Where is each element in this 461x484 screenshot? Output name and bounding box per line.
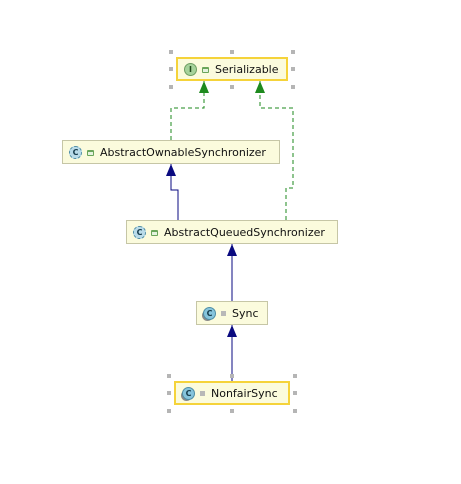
class-node-abstract-ownable-synchronizer[interactable]: C AbstractOwnableSynchronizer	[62, 140, 280, 164]
class-node-nonfair-sync[interactable]: C NonfairSync	[174, 381, 290, 405]
package-private-visibility-icon	[221, 310, 226, 316]
implements-edge-aos-to-serializable[interactable]	[170, 81, 205, 140]
abstract-class-icon: C	[69, 145, 82, 159]
resize-handle[interactable]	[293, 374, 297, 378]
class-node-label: Serializable	[215, 62, 279, 76]
class-node-label: AbstractOwnableSynchronizer	[100, 145, 266, 159]
public-visibility-icon	[202, 67, 209, 73]
interface-icon: I	[184, 62, 197, 76]
extends-edge-aqs-to-aos[interactable]	[170, 164, 179, 220]
class-node-label: AbstractQueuedSynchronizer	[164, 225, 325, 239]
abstract-class-icon: C	[133, 225, 146, 239]
extends-arrowhead	[166, 164, 176, 176]
extends-arrowhead	[227, 244, 237, 256]
resize-handle[interactable]	[167, 391, 171, 395]
resize-handle[interactable]	[291, 50, 295, 54]
resize-handle[interactable]	[169, 67, 173, 71]
package-private-visibility-icon	[200, 390, 205, 396]
class-node-sync[interactable]: C Sync	[196, 301, 268, 325]
resize-handle[interactable]	[293, 409, 297, 413]
class-node-abstract-queued-synchronizer[interactable]: C AbstractQueuedSynchronizer	[126, 220, 338, 244]
class-node-label: Sync	[232, 306, 259, 320]
static-class-icon: C	[203, 306, 216, 320]
implements-arrowhead	[255, 81, 265, 93]
resize-handle[interactable]	[291, 85, 295, 89]
resize-handle[interactable]	[230, 374, 234, 378]
resize-handle[interactable]	[230, 85, 234, 89]
public-visibility-icon	[87, 150, 94, 156]
class-node-serializable[interactable]: I Serializable	[176, 57, 288, 81]
resize-handle[interactable]	[169, 50, 173, 54]
resize-handle[interactable]	[293, 391, 297, 395]
public-visibility-icon	[151, 230, 158, 236]
static-class-icon: C	[182, 386, 195, 400]
resize-handle[interactable]	[291, 67, 295, 71]
resize-handle[interactable]	[167, 374, 171, 378]
resize-handle[interactable]	[230, 50, 234, 54]
resize-handle[interactable]	[167, 409, 171, 413]
implements-arrowhead	[199, 81, 209, 93]
resize-handle[interactable]	[169, 85, 173, 89]
extends-arrowhead	[227, 325, 237, 337]
implements-edge-aqs-to-serializable[interactable]	[259, 81, 294, 220]
resize-handle[interactable]	[230, 409, 234, 413]
class-node-label: NonfairSync	[211, 386, 278, 400]
